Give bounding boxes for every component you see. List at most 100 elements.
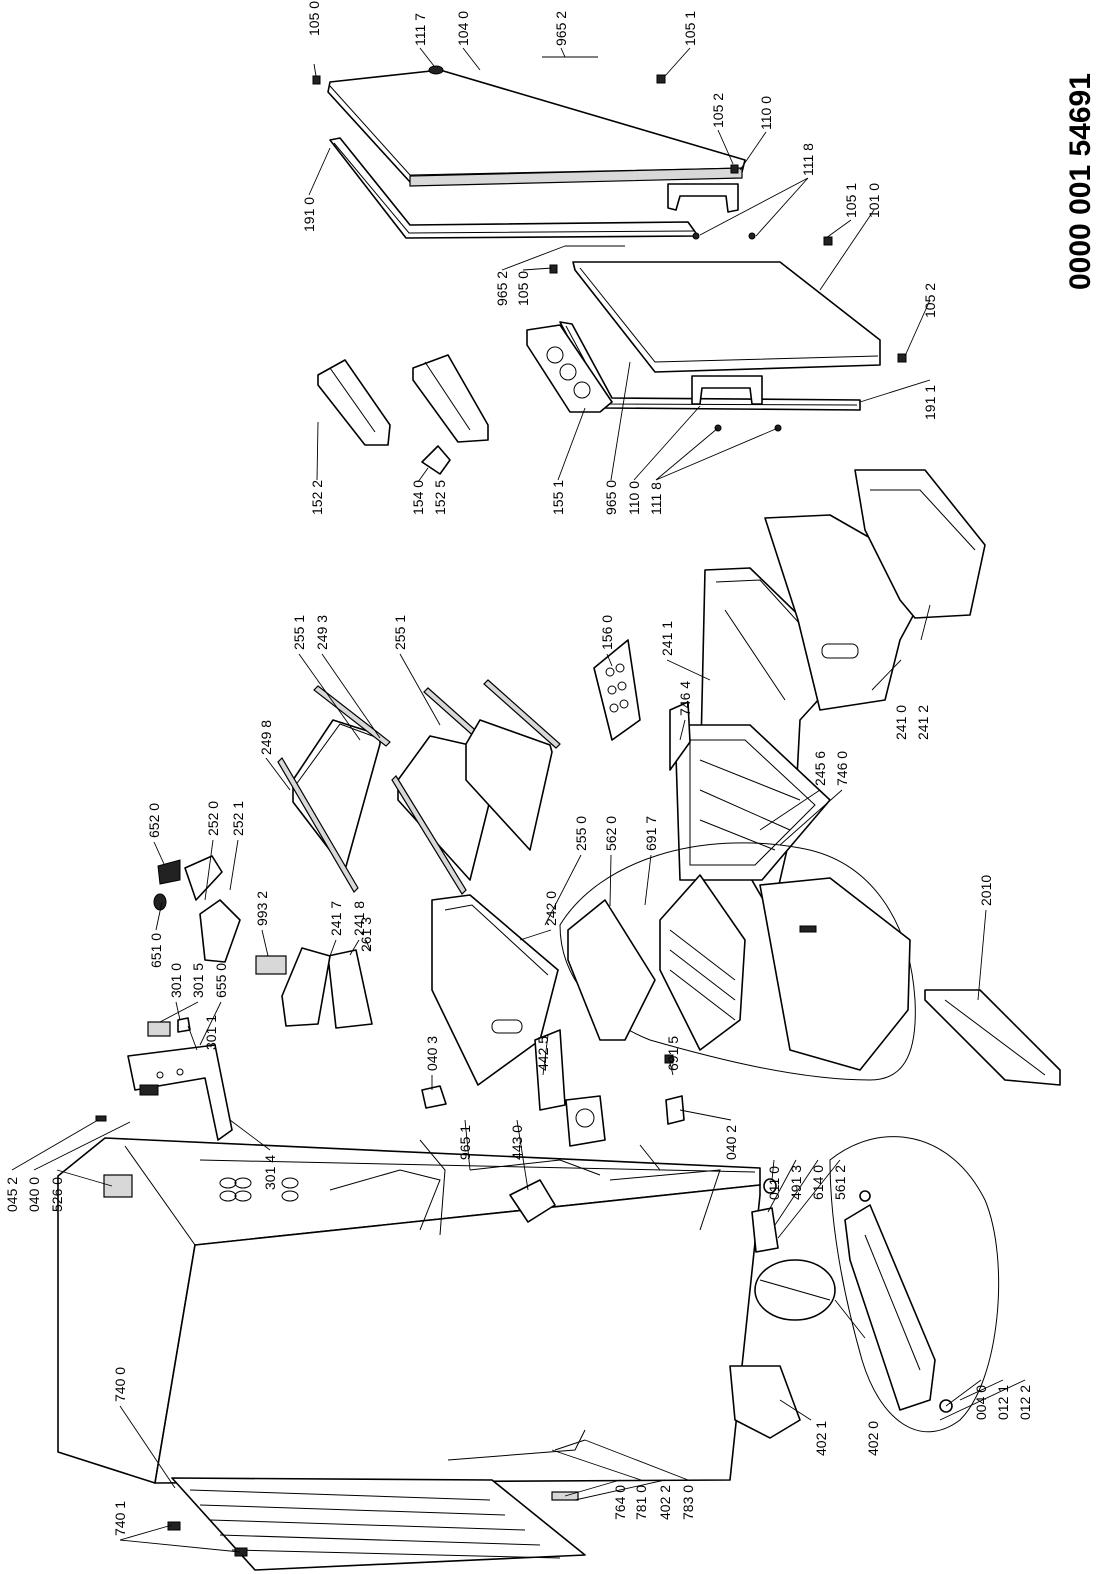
freezer-drawer-bottom	[854, 469, 986, 619]
label-152-5: 152 5	[432, 480, 448, 515]
label-301-1-visible: 301 1	[203, 1015, 219, 1050]
capillary-tube	[447, 1429, 586, 1461]
label-152-2: 152 2	[309, 480, 325, 515]
label-691-5: 691 5	[665, 1036, 681, 1071]
label-252-1: 252 1	[230, 801, 246, 836]
label-241-8: 241 8	[351, 901, 367, 936]
egg-tray	[593, 639, 641, 741]
label-110-0-b: 110 0	[626, 481, 642, 515]
door-balcony-small	[317, 359, 391, 446]
label-245-6: 245 6	[812, 751, 828, 786]
label-249-8: 249 8	[258, 720, 274, 755]
lower-door	[572, 261, 881, 373]
door-balcony-large	[412, 354, 489, 443]
hinge-top	[421, 1085, 685, 1125]
label-110-0: 110 0	[758, 96, 774, 130]
fan-blade	[509, 1179, 556, 1223]
upper-door-gasket	[329, 137, 699, 239]
label-783-0: 783 0	[680, 1485, 696, 1520]
door-small-parts	[312, 56, 907, 432]
label-252-0: 252 0	[205, 801, 221, 836]
label-012-2: 012 2	[1017, 1385, 1033, 1420]
filter-box	[255, 955, 287, 975]
label-105-1-b: 105 1	[843, 183, 859, 218]
label-242-0: 242 0	[543, 891, 559, 926]
label-154-0: 154 0	[410, 480, 426, 515]
screw	[95, 1115, 107, 1122]
label-040-2: 040 2	[723, 1125, 739, 1160]
label-241-7: 241 7	[328, 901, 344, 936]
light-bulb	[184, 855, 223, 901]
label-255-1: 255 1	[291, 615, 307, 650]
label-241-2: 241 2	[915, 705, 931, 740]
label-101-0: 101 0	[866, 183, 882, 218]
label-111-8: 111 8	[800, 143, 816, 176]
label-561-2: 561 2	[832, 1165, 848, 1200]
label-965-2: 965 2	[553, 11, 569, 46]
label-045-2: 045 2	[4, 1177, 20, 1212]
compressor-base	[729, 1365, 801, 1439]
label-993-2: 993 2	[254, 891, 270, 926]
document-code: 0000 001 54691	[1064, 73, 1097, 290]
upper-door-handle	[667, 183, 739, 213]
label-255-1-b: 255 1	[392, 615, 408, 650]
glass-shelf-lower	[465, 679, 561, 851]
label-241-0: 241 0	[893, 705, 909, 740]
glass-shelf-upper	[277, 685, 391, 893]
label-011-0: 011 0	[766, 1166, 782, 1200]
egg-tray-holder	[421, 445, 451, 475]
label-740-1: 740 1	[112, 1501, 128, 1536]
label-301-5: 301 5	[190, 963, 206, 998]
label-040-3: 040 3	[424, 1036, 440, 1071]
lower-door-handle	[691, 375, 763, 405]
label-746-0: 746 0	[834, 751, 850, 786]
fan-motor	[565, 1095, 606, 1147]
label-442-5: 442 5	[535, 1036, 551, 1071]
label-105-2-b: 105 2	[922, 283, 938, 318]
label-104-0: 104 0	[455, 11, 471, 46]
condenser-coil	[171, 1477, 586, 1571]
thermostat-housing	[103, 1174, 133, 1198]
label-614-0: 614 0	[810, 1165, 826, 1200]
label-105-2: 105 2	[710, 93, 726, 128]
leader-lines	[11, 47, 1026, 1553]
label-191-1: 191 1	[922, 385, 938, 420]
label-652-0: 652 0	[146, 803, 162, 838]
suction-tube	[554, 1439, 586, 1451]
label-965-1: 965 1	[457, 1125, 473, 1160]
light-switch	[157, 859, 181, 885]
label-651-0: 651 0	[148, 933, 164, 968]
evaporator-grid-shelf	[674, 724, 831, 881]
label-746-4: 746 4	[677, 681, 693, 716]
label-105-0-b: 105 0	[515, 271, 531, 306]
upper-door	[327, 65, 746, 187]
thermo-sensor	[664, 1054, 674, 1064]
label-562-0: 562 0	[603, 816, 619, 851]
label-402-1: 402 1	[813, 1421, 829, 1456]
label-191-0: 191 0	[301, 197, 317, 232]
relay-box	[751, 1207, 779, 1253]
feet	[763, 1178, 777, 1194]
label-443-0: 443 0	[509, 1125, 525, 1160]
control-panel-cover	[526, 324, 613, 413]
label-105-1: 105 1	[682, 11, 698, 46]
lamp-cover	[199, 899, 241, 963]
label-255-0: 255 0	[573, 816, 589, 851]
label-526-0: 526 0	[49, 1177, 65, 1212]
crisper-cover	[281, 947, 373, 1029]
grid-clip	[669, 701, 691, 771]
label-156-0: 156 0	[599, 615, 615, 650]
label-261-3-visible: 261 3	[358, 917, 374, 952]
label-plate	[147, 1021, 171, 1037]
label-105-0: 105 0	[306, 1, 322, 36]
label-965-2-b: 965 2	[494, 271, 510, 306]
door-stop	[177, 1017, 191, 1033]
label-655-0: 655 0	[213, 963, 229, 998]
door-hinge-cap	[428, 65, 444, 75]
label-965-0: 965 0	[603, 480, 619, 515]
label-740-0: 740 0	[112, 1367, 128, 1402]
label-2010: 2010	[978, 875, 994, 906]
label-491-3: 491 3	[788, 1165, 804, 1200]
label-111-8-b: 111 8	[648, 482, 664, 515]
